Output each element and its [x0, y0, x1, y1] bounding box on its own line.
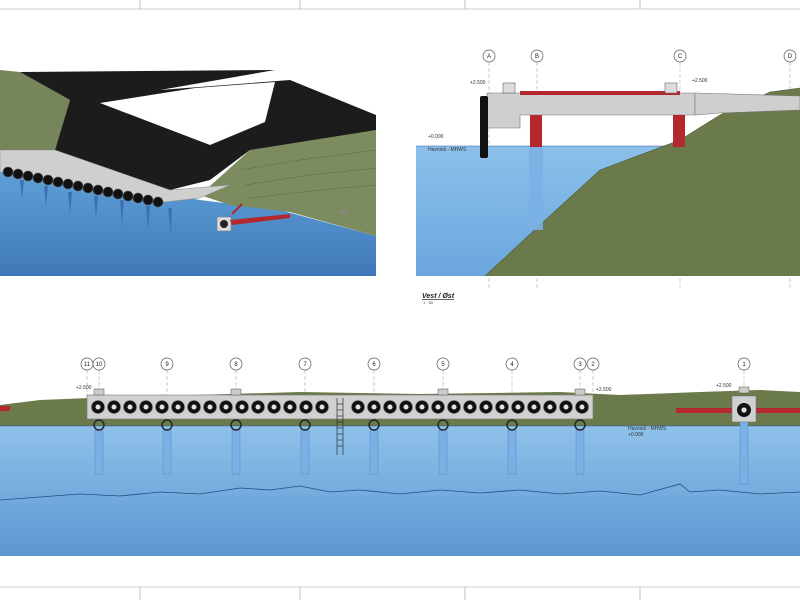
section-pile [529, 146, 543, 230]
section-beam [520, 91, 680, 95]
svg-text:+2.500: +2.500 [596, 387, 612, 393]
svg-text:+2.500: +2.500 [76, 385, 92, 391]
svg-text:Havnivå - MHWS: Havnivå - MHWS [428, 146, 467, 153]
section-column-b [530, 115, 542, 147]
svg-text:5: 5 [441, 362, 445, 368]
svg-text:10: 10 [96, 362, 103, 368]
sea-surface [0, 170, 376, 276]
svg-text:2: 2 [591, 362, 595, 368]
svg-text:Havnivå - MHWS: Havnivå - MHWS [628, 425, 667, 432]
section-deck [486, 92, 696, 129]
svg-text:A: A [487, 54, 491, 60]
svg-text:4: 4 [510, 362, 514, 368]
svg-text:+0.000: +0.000 [428, 134, 444, 140]
long-elevation: 11 10 9 8 7 6 5 [0, 357, 800, 556]
section-title: Vest / Øst [422, 293, 455, 300]
svg-text:+2.500: +2.500 [692, 78, 708, 84]
svg-text:1: 1 [742, 362, 746, 368]
svg-text:6: 6 [372, 362, 376, 368]
svg-text:7: 7 [303, 362, 307, 368]
section-column-c [673, 115, 685, 147]
section-scale: 1 : 50 [423, 300, 434, 305]
svg-text:9: 9 [165, 362, 169, 368]
section-fender [480, 96, 488, 158]
svg-text:8: 8 [234, 362, 238, 368]
svg-text:+2.500: +2.500 [716, 383, 732, 389]
svg-text:11: 11 [84, 362, 91, 368]
elev-walkway-left [0, 406, 10, 411]
steel-walkway [230, 214, 290, 225]
section-terrain [485, 88, 800, 276]
perspective-view [0, 68, 376, 276]
seabed-line [0, 483, 800, 501]
svg-text:D: D [788, 54, 793, 60]
svg-text:C: C [678, 54, 683, 60]
svg-text:+2.500: +2.500 [470, 80, 486, 86]
elev-ladder [336, 398, 344, 455]
terrain-left [0, 70, 70, 160]
svg-text:B: B [535, 54, 539, 60]
piles-3d [20, 180, 172, 234]
terrain-right [200, 130, 376, 236]
elev-water [0, 426, 800, 556]
fender-row [2, 166, 164, 208]
svg-text:3: 3 [578, 362, 582, 368]
svg-text:+0.000: +0.000 [628, 432, 644, 438]
cross-section: A B C D [416, 49, 800, 305]
